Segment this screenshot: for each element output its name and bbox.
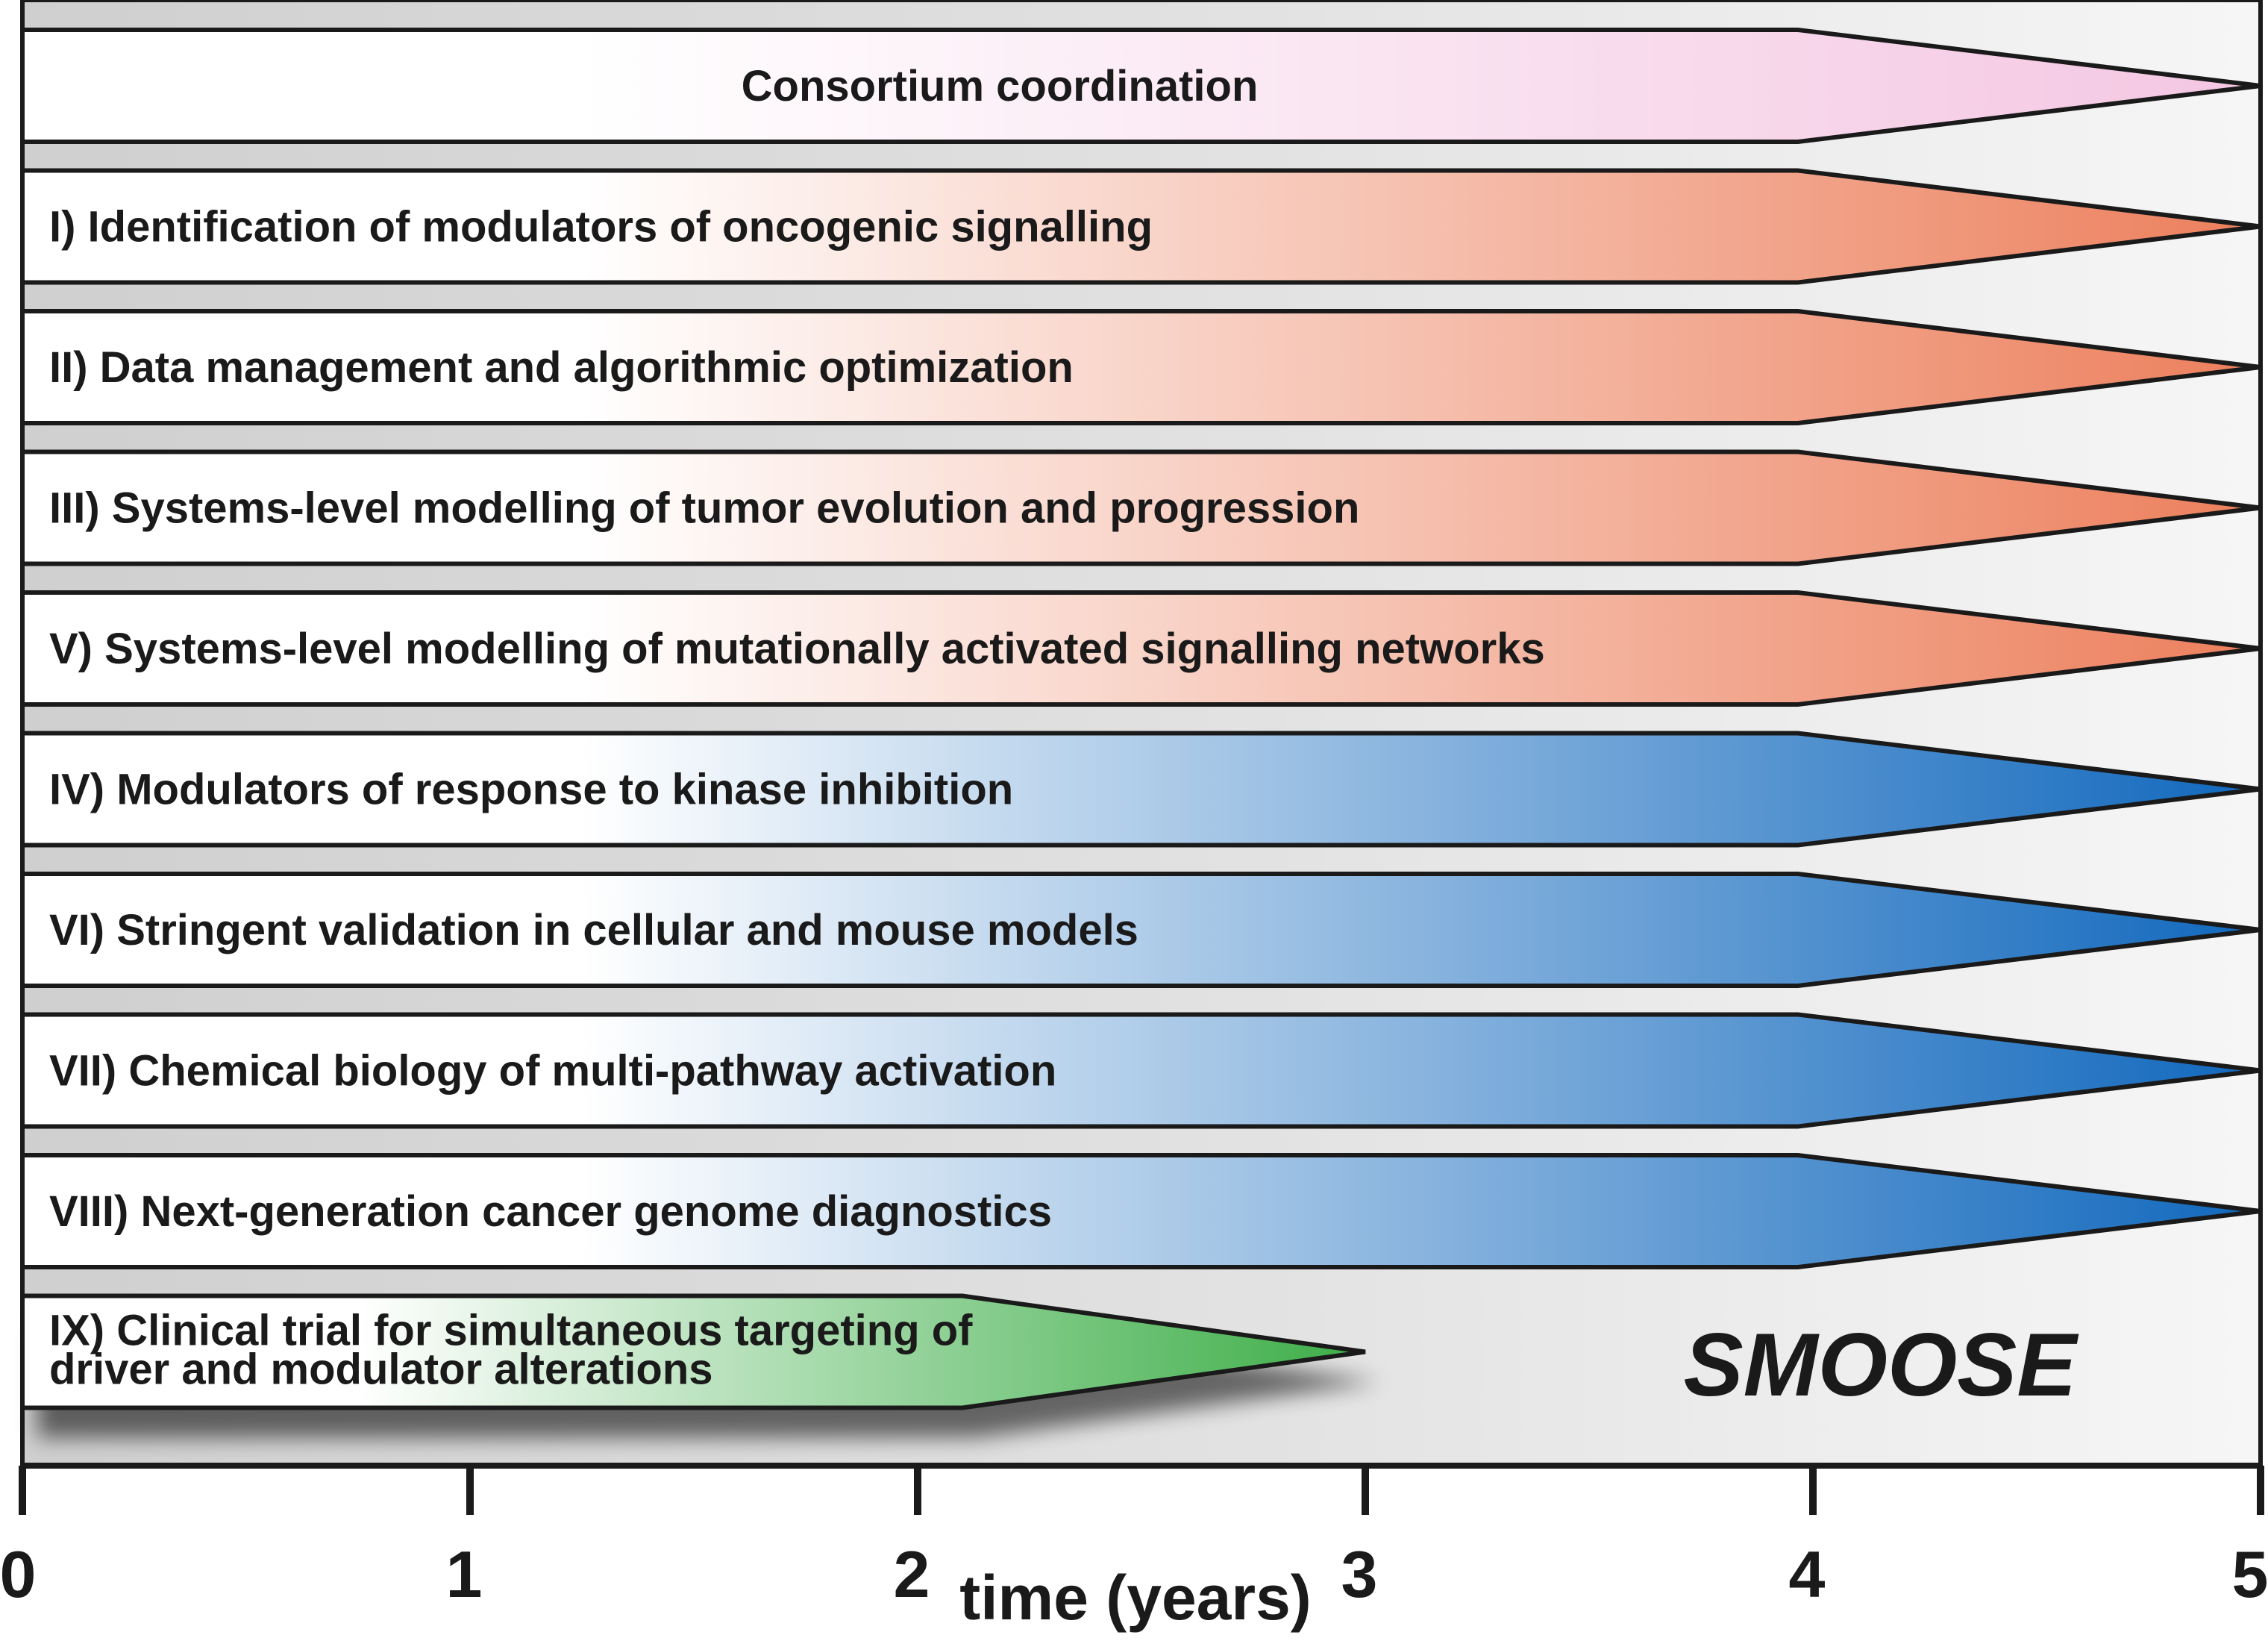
work-package-arrow — [20, 872, 2261, 988]
work-package-label: VII) Chemical biology of multi-pathway a… — [49, 1047, 1056, 1096]
work-package-arrow — [20, 1153, 2261, 1269]
axis-tick-label: 1 — [446, 1537, 483, 1611]
work-package-arrow — [20, 449, 2261, 566]
axis-tick-label: 3 — [1341, 1537, 1378, 1611]
work-package-label: VIII) Next-generation cancer genome diag… — [49, 1187, 1052, 1236]
work-package-arrow — [20, 1012, 2261, 1129]
project-name: SMOOSE — [1684, 1315, 2080, 1415]
work-package-label: VI) Stringent validation in cellular and… — [49, 906, 1138, 954]
work-package-arrow — [20, 28, 2261, 144]
axis-label: time (years) — [959, 1563, 1312, 1633]
time-axis: 0 1 2 3 4 5 — [0, 1463, 2268, 1611]
work-package-bars: Consortium coordination I) Identification… — [20, 28, 2261, 1438]
axis-tick-label: 2 — [894, 1537, 930, 1611]
work-package-arrow — [20, 590, 2261, 707]
work-package-arrow — [20, 309, 2261, 425]
work-package-label-line2: driver and modulator alterations — [49, 1345, 713, 1394]
work-package-label: IX) Clinical trial for simultaneous targ… — [49, 1307, 973, 1355]
work-package-label: IV) Modulators of response to kinase inh… — [49, 766, 1013, 814]
axis-tick-label: 5 — [2232, 1537, 2268, 1611]
work-package-arrow — [20, 731, 2261, 848]
work-package-label: Consortium coordination — [742, 62, 1259, 110]
axis-tick-label: 0 — [0, 1537, 36, 1611]
work-package-label: III) Systems-level modelling of tumor ev… — [49, 484, 1359, 533]
work-package-label: V) Systems-level modelling of mutational… — [49, 625, 1545, 673]
work-package-arrow — [20, 1293, 1366, 1410]
work-package-arrow — [20, 168, 2261, 285]
work-package-label: II) Data management and algorithmic opti… — [49, 343, 1074, 392]
axis-tick-label: 4 — [1789, 1537, 1826, 1611]
work-package-label: I) Identification of modulators of oncog… — [49, 203, 1153, 251]
